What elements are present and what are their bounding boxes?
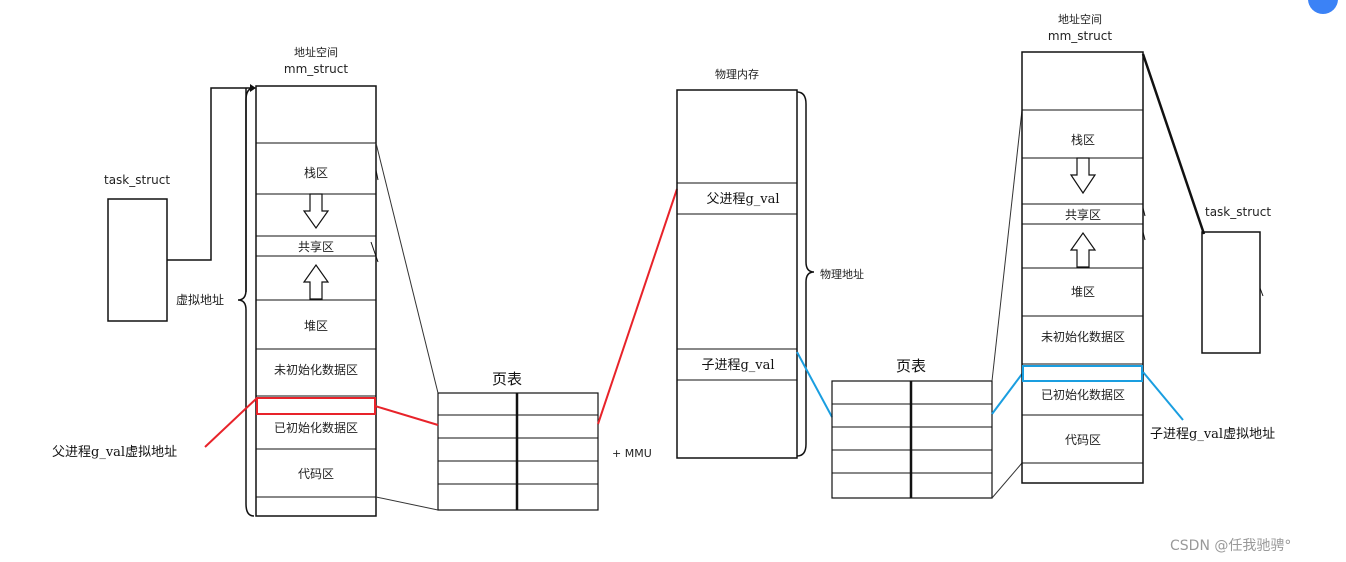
right-data-label: 已初始化数据区 (1041, 387, 1125, 402)
right-bss-label: 未初始化数据区 (1041, 329, 1125, 344)
right-g-val-virtual-label: 子进程g_val虚拟地址 (1150, 427, 1275, 442)
right-stack-label: 栈区 (1071, 132, 1095, 147)
left-page-table-label: 页表 (492, 370, 522, 388)
left-page-table-to-physical-line (597, 188, 678, 425)
right-code-label: 代码区 (1065, 433, 1101, 447)
tick (375, 169, 379, 181)
left-heap-label: 堆区 (304, 319, 328, 333)
tick (1142, 231, 1146, 241)
right-projection-bottom (991, 462, 1023, 499)
right-task-struct-label: task_struct (1205, 205, 1271, 219)
left-stack-label: 栈区 (304, 165, 328, 180)
left-g-val-highlight (256, 397, 376, 415)
left-projection-top (375, 142, 439, 394)
right-g-val-highlight (1022, 365, 1143, 382)
physical-parent-g-val: 父进程g_val (706, 192, 779, 207)
physical-child-g-val: 子进程g_val (701, 358, 774, 373)
physical-address-brace (796, 91, 815, 457)
right-page-table-to-g-val-line (991, 373, 1023, 415)
right-mm-to-task-line (1141, 53, 1206, 235)
physical-memory-title: 物理内存 (715, 67, 759, 81)
left-stack-down-arrow-icon (302, 193, 330, 230)
right-heap-up-arrow-icon (1069, 231, 1097, 268)
right-page-table-label: 页表 (896, 357, 926, 375)
tick (1142, 207, 1146, 217)
right-task-struct-box (1201, 231, 1261, 354)
left-bss-label: 未初始化数据区 (274, 362, 358, 377)
left-task-struct-box (107, 198, 168, 322)
left-g-val-to-page-table-line (374, 405, 439, 426)
watermark: CSDN @任我驰骋° (1170, 538, 1291, 554)
left-data-label: 已初始化数据区 (274, 420, 358, 435)
left-address-space-column (255, 85, 377, 517)
left-code-label: 代码区 (298, 467, 334, 481)
corner-badge[interactable] (1308, 0, 1338, 14)
left-projection-bottom (375, 496, 439, 511)
left-g-val-pointer-line (204, 397, 258, 448)
right-shared-label: 共享区 (1065, 207, 1101, 222)
left-task-struct-label: task_struct (104, 173, 170, 187)
right-mm-struct-label: mm_struct (1048, 29, 1112, 43)
left-virtual-address-label: 虚拟地址 (176, 293, 224, 307)
right-stack-down-arrow-icon (1069, 157, 1097, 195)
right-heap-label: 堆区 (1071, 285, 1095, 299)
physical-to-right-page-table-line (796, 351, 833, 418)
left-g-val-virtual-label: 父进程g_val虚拟地址 (52, 445, 177, 460)
tick (370, 241, 379, 263)
right-address-space-title: 地址空间 (1058, 12, 1102, 26)
mmu-label: + MMU (612, 447, 652, 460)
left-mm-struct-label: mm_struct (284, 62, 348, 76)
left-heap-up-arrow-icon (302, 263, 330, 300)
physical-address-label: 物理地址 (820, 267, 864, 281)
tick (1259, 287, 1264, 297)
right-projection-top (991, 109, 1023, 382)
left-task-to-mm-arrow (167, 87, 250, 261)
right-g-val-pointer-line (1142, 371, 1184, 421)
left-shared-label: 共享区 (298, 239, 334, 254)
left-address-space-title: 地址空间 (294, 45, 338, 59)
physical-memory-column (676, 89, 798, 459)
left-virtual-address-brace (237, 87, 255, 517)
